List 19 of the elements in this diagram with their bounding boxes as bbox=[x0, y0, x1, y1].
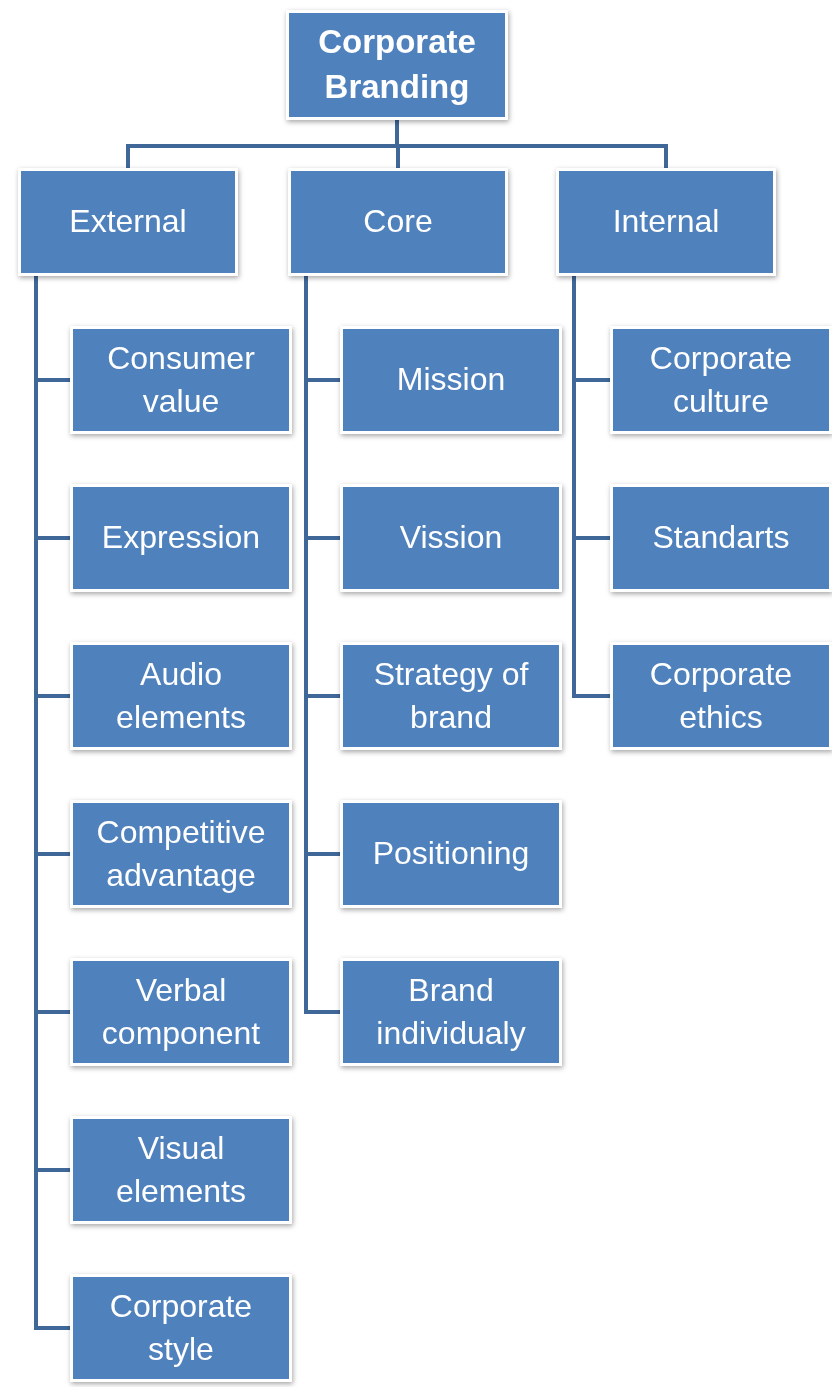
category-box: Strategy of brand bbox=[340, 642, 562, 750]
category-box: Standarts bbox=[610, 484, 832, 592]
category-box: Internal bbox=[556, 168, 776, 276]
category-box: Corporate ethics bbox=[610, 642, 832, 750]
root-box: Corporate Branding bbox=[286, 10, 508, 120]
category-box: Positioning bbox=[340, 800, 562, 908]
category-box: Corporate culture bbox=[610, 326, 832, 434]
category-box: Verbal component bbox=[70, 958, 292, 1066]
category-box: Vission bbox=[340, 484, 562, 592]
category-box: Core bbox=[288, 168, 508, 276]
category-box: Audio elements bbox=[70, 642, 292, 750]
category-box: Competitive advantage bbox=[70, 800, 292, 908]
category-box: Visual elements bbox=[70, 1116, 292, 1224]
category-box: External bbox=[18, 168, 238, 276]
category-box: Brand individualy bbox=[340, 958, 562, 1066]
category-box: Mission bbox=[340, 326, 562, 434]
category-box: Corporate style bbox=[70, 1274, 292, 1382]
category-box: Consumer value bbox=[70, 326, 292, 434]
category-box: Expression bbox=[70, 484, 292, 592]
